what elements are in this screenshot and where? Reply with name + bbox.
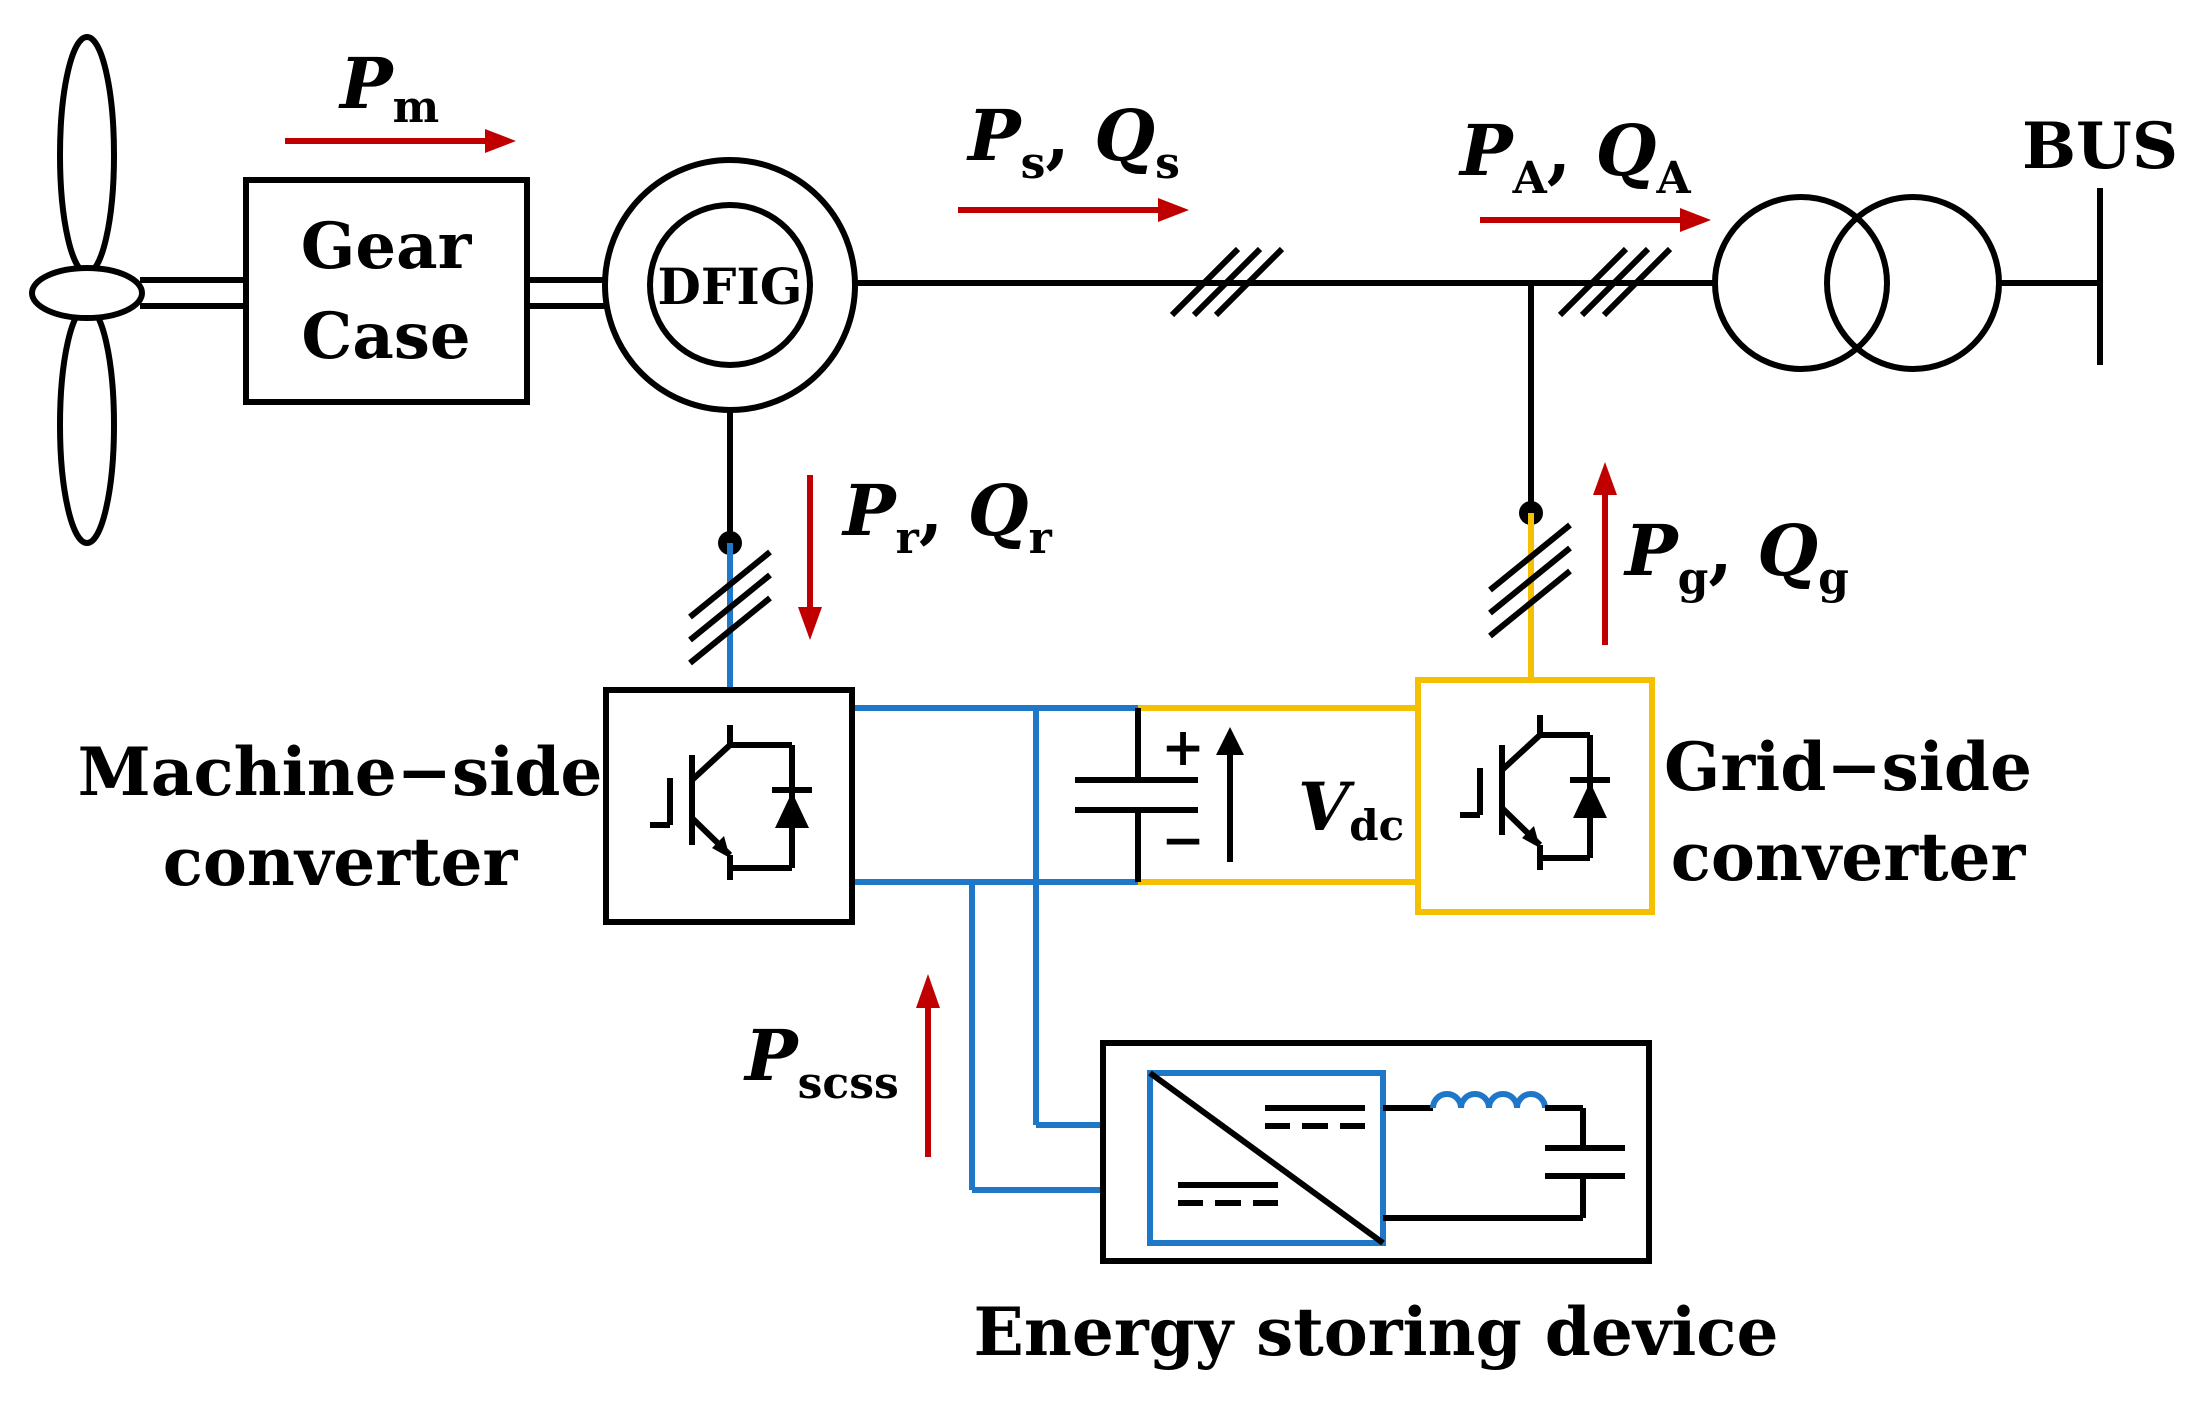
pm-label: Pm <box>338 42 439 133</box>
dc-dc-symbol-bottom <box>1178 1182 1278 1206</box>
dc-link-blue <box>852 705 1150 1193</box>
three-phase-mark-stator <box>1169 246 1285 318</box>
pr-qr-arrow <box>798 475 822 640</box>
pa-qa-label: PA, QA <box>1458 109 1692 204</box>
dc-link-capacitor: + − <box>1075 708 1205 882</box>
igbt-symbol-grid <box>1460 715 1610 870</box>
energy-storing-device <box>1100 1040 1652 1264</box>
machine-side-label-line1: Machine−side <box>78 733 603 811</box>
dc-dc-symbol-top <box>1265 1105 1365 1129</box>
energy-storing-label: Energy storing device <box>974 1293 1779 1371</box>
pg-qg-arrow <box>1593 462 1617 645</box>
pg-qg-label: Pg, Qg <box>1623 509 1849 604</box>
vdc-label: Vdc <box>1298 768 1404 850</box>
capacitor-minus: − <box>1161 810 1205 871</box>
vdc-arrow <box>1216 727 1244 862</box>
gear-case: Gear Case <box>243 177 530 405</box>
machine-side-converter <box>603 687 855 925</box>
gear-case-label-line1: Gear <box>301 209 473 284</box>
dfig-generator: DFIG <box>602 157 858 413</box>
three-phase-mark-rotor <box>688 549 772 666</box>
transformer <box>1712 194 2002 372</box>
storage-capacitor-icon <box>1383 1145 1625 1221</box>
three-phase-mark-grid <box>1488 522 1572 639</box>
drive-shaft <box>140 277 605 309</box>
dc-link-yellow <box>1138 705 1418 885</box>
pr-qr-label: Pr, Qr <box>841 469 1053 564</box>
gear-case-label-line2: Case <box>301 299 470 374</box>
capacitor-plus: + <box>1161 717 1205 778</box>
inductor-icon <box>1383 1091 1586 1148</box>
grid-side-converter <box>1415 677 1655 915</box>
igbt-symbol-machine <box>650 725 812 880</box>
grid-side-label-line1: Grid−side <box>1664 728 2032 806</box>
dfig-label: DFIG <box>658 257 803 316</box>
ps-qs-label: Ps, Qs <box>966 94 1180 189</box>
machine-side-label-line2: converter <box>163 823 519 901</box>
pm-arrow <box>285 129 516 153</box>
ps-qs-arrow <box>958 198 1189 222</box>
pa-qa-arrow <box>1480 208 1711 232</box>
wind-turbine-rotor <box>29 34 145 546</box>
pscss-arrow <box>916 974 940 1157</box>
three-phase-mark-transformer <box>1557 246 1673 318</box>
pscss-label: Pscss <box>743 1014 899 1109</box>
bus-label: BUS <box>2022 109 2178 184</box>
grid-side-label-line2: converter <box>1671 818 2027 896</box>
